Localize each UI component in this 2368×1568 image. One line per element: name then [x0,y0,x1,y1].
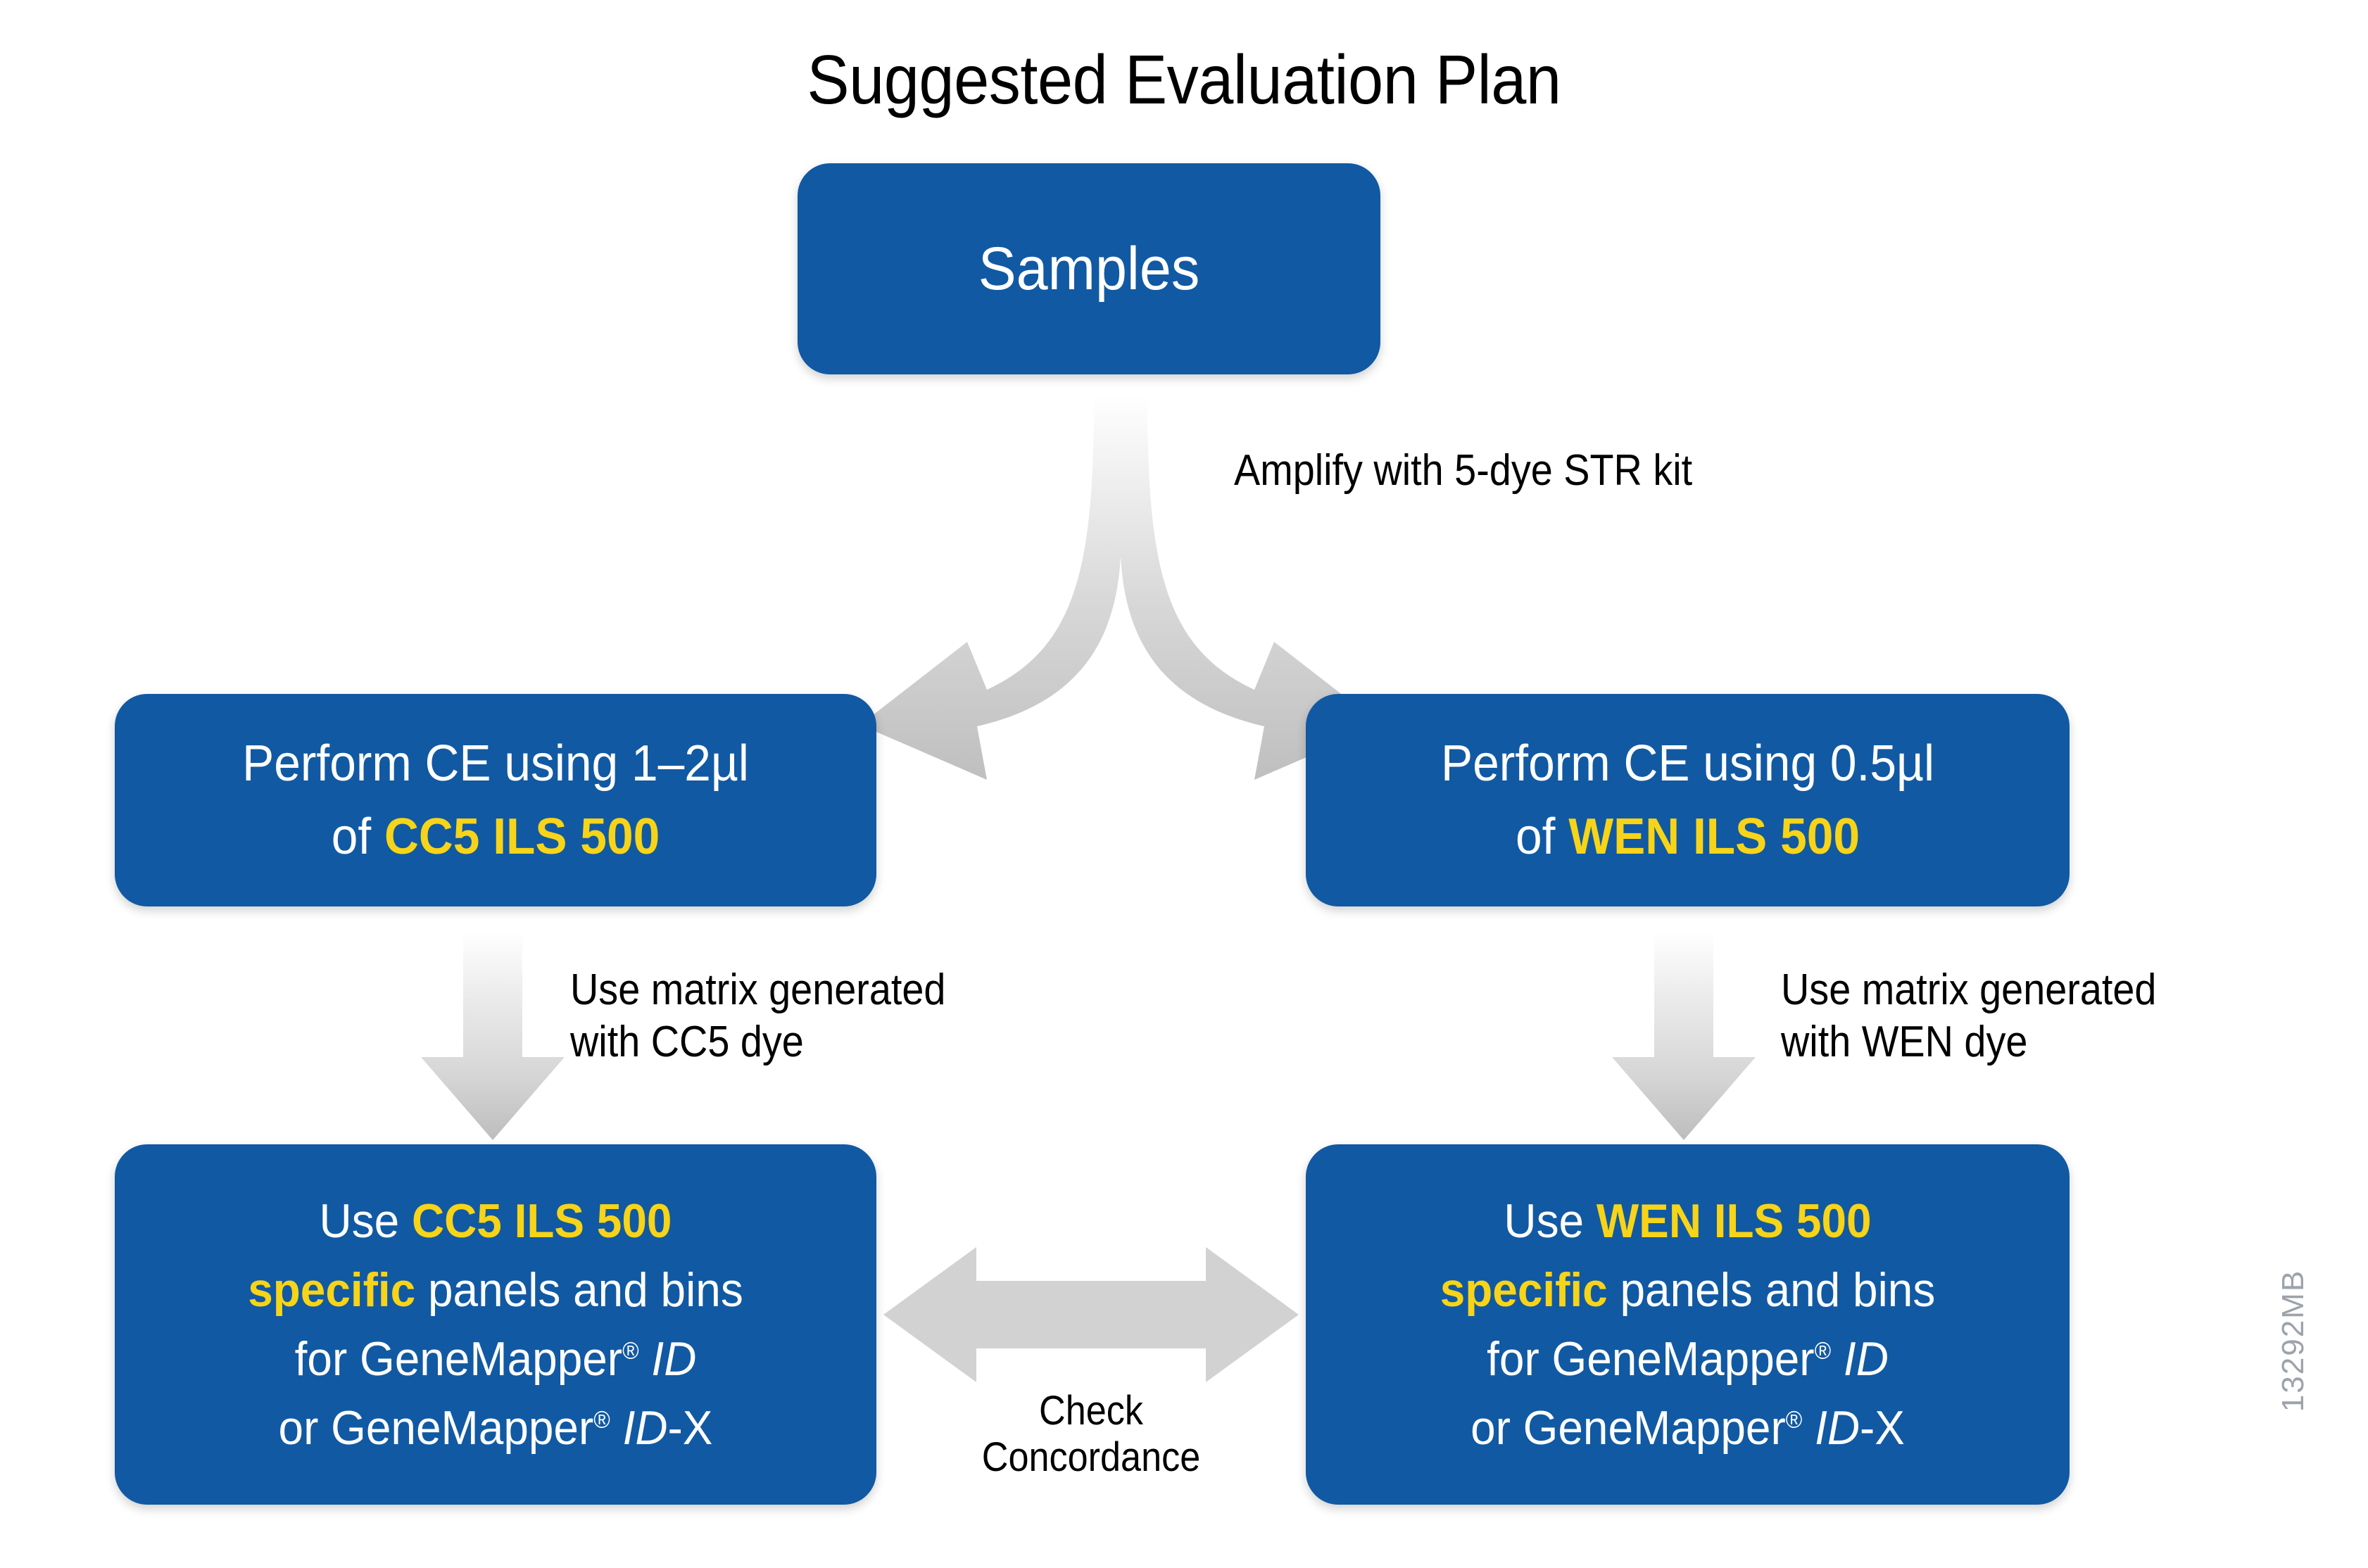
arrow-down-icon-right [1612,932,1756,1140]
panels-left-line1-highlight: CC5 ILS 500 [411,1194,672,1248]
page-title: Suggested Evaluation Plan [807,41,1561,118]
node-panels-right[interactable]: Use WEN ILS 500 specific panels and bins… [1306,1144,2070,1505]
panels-left-line4-suffix: -X [667,1401,713,1455]
panels-left-line1-prefix: Use [319,1194,412,1248]
panels-right-line1-highlight: WEN ILS 500 [1596,1194,1872,1248]
registered-mark-icon: ® [1785,1406,1803,1434]
node-panels-left[interactable]: Use CC5 ILS 500 specific panels and bins… [115,1144,876,1505]
panels-left-line4-prefix: or GeneMapper [278,1401,594,1455]
registered-mark-icon: ® [1814,1337,1832,1365]
ce-left-line1: Perform CE using 1–2µl [242,735,749,792]
node-panels-left-text: Use CC5 ILS 500 specific panels and bins… [137,1187,853,1462]
node-ce-right[interactable]: Perform CE using 0.5µl of WEN ILS 500 [1306,694,2070,906]
caption-check-concordance: Check Concordance [981,1388,1201,1480]
registered-mark-icon: ® [622,1337,639,1365]
node-panels-right-text: Use WEN ILS 500 specific panels and bins… [1329,1187,2047,1462]
panels-right-line1-prefix: Use [1504,1194,1596,1248]
panels-right-line2-rest: panels and bins [1607,1263,1936,1317]
panels-left-line4-italic: ID [622,1401,668,1455]
ce-right-line1: Perform CE using 0.5µl [1440,735,1935,792]
panels-right-line2-highlight: specific [1440,1263,1608,1317]
ce-left-line2-prefix: of [331,809,385,865]
panels-left-line3-italic: ID [651,1332,697,1386]
panels-right-line4-prefix: or GeneMapper [1470,1401,1786,1455]
ce-right-line2-prefix: of [1516,809,1569,865]
node-samples-label: Samples [978,235,1200,303]
side-code-label: 13292MB [2276,1269,2310,1412]
panels-right-line3-prefix: for GeneMapper [1487,1332,1815,1386]
panels-left-line3-prefix: for GeneMapper [294,1332,623,1386]
caption-matrix-left: Use matrix generated with CC5 dye [570,966,946,1066]
node-ce-right-text: Perform CE using 0.5µl of WEN ILS 500 [1329,727,2047,873]
panels-left-line2-highlight: specific [248,1263,416,1317]
panels-right-line4-suffix: -X [1860,1401,1905,1455]
node-ce-left-text: Perform CE using 1–2µl of CC5 ILS 500 [137,727,853,873]
caption-amplify: Amplify with 5-dye STR kit [1234,446,1693,495]
ce-right-line2-highlight: WEN ILS 500 [1568,809,1860,865]
registered-mark-icon: ® [593,1406,610,1434]
arrow-left-right-icon [883,1247,1299,1382]
panels-right-line3-italic: ID [1843,1332,1889,1386]
node-samples[interactable]: Samples [798,163,1380,374]
arrow-down-icon-left [421,932,565,1140]
panels-left-line2-rest: panels and bins [415,1263,743,1317]
caption-matrix-right: Use matrix generated with WEN dye [1781,966,2157,1066]
ce-left-line2-highlight: CC5 ILS 500 [384,809,660,865]
panels-right-line4-italic: ID [1815,1401,1860,1455]
node-ce-left[interactable]: Perform CE using 1–2µl of CC5 ILS 500 [115,694,876,906]
